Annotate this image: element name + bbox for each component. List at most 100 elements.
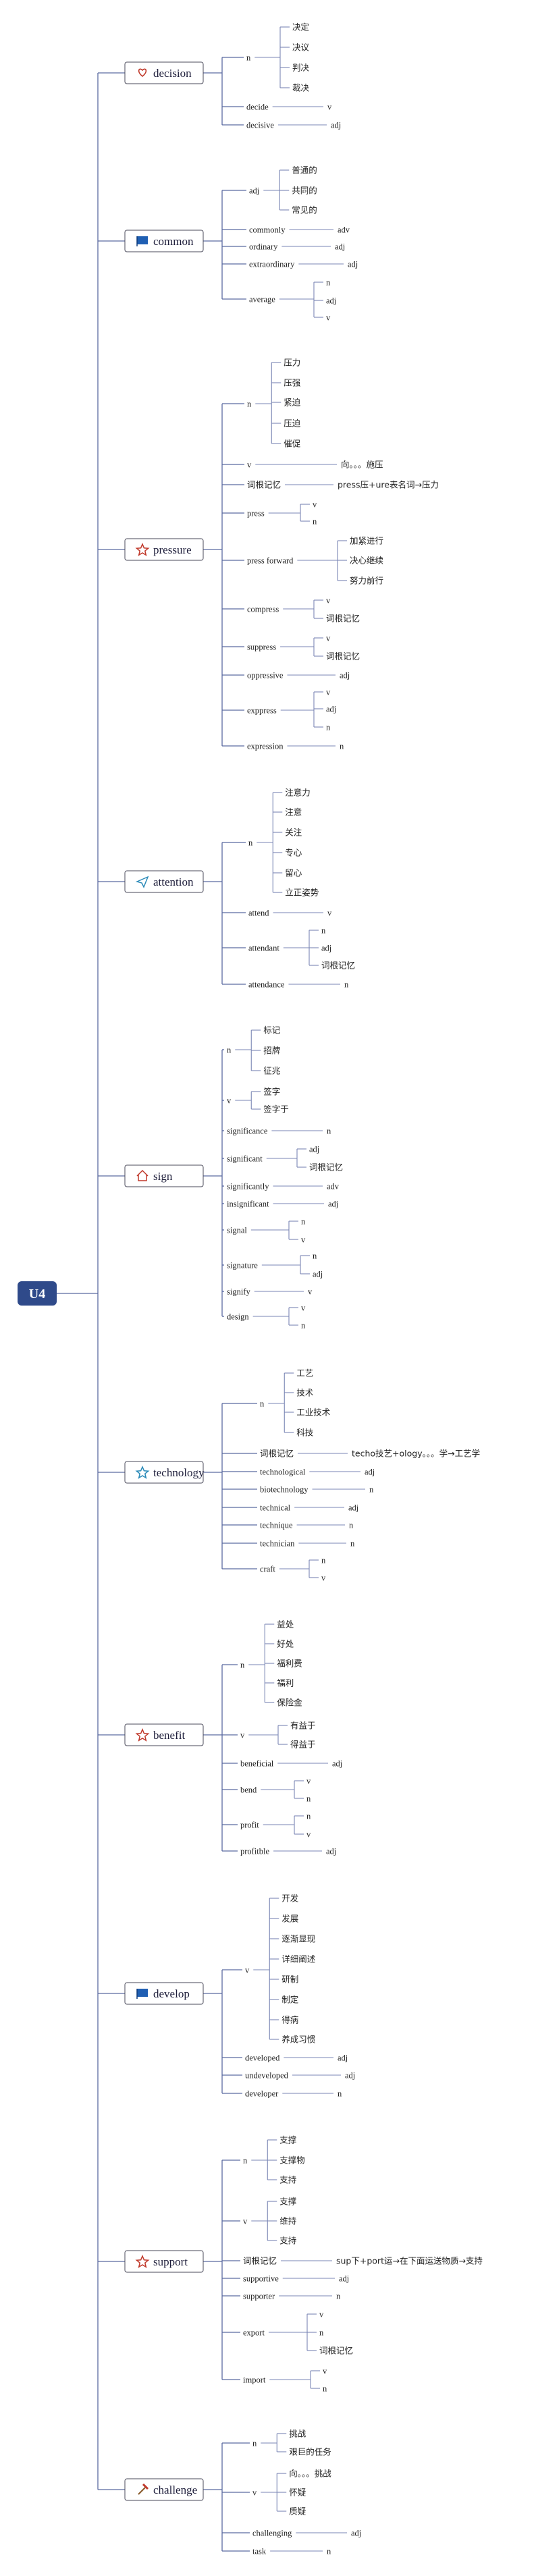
leaf-label[interactable]: n <box>323 2384 327 2394</box>
leaf-label[interactable]: 判决 <box>292 63 310 73</box>
leaf-label[interactable]: 压强 <box>284 378 301 388</box>
leaf-label[interactable]: 决议 <box>292 43 310 53</box>
leaf-label[interactable]: 压迫 <box>284 419 301 429</box>
leaf-label[interactable]: n <box>313 1252 317 1261</box>
leaf-label[interactable]: 专心 <box>285 848 302 858</box>
topic-technology[interactable]: technology <box>124 1461 205 1484</box>
leaf-label[interactable]: 得益于 <box>290 1740 316 1750</box>
leaf-label[interactable]: 有益于 <box>290 1721 316 1731</box>
leaf-label[interactable]: n <box>301 1321 306 1331</box>
leaf-label[interactable]: 签字于 <box>263 1104 289 1115</box>
leaf-label[interactable]: 努力前行 <box>350 576 383 586</box>
leaf-label[interactable]: v <box>326 313 331 323</box>
leaf-label[interactable]: 裁决 <box>292 83 310 93</box>
leaf-label[interactable]: 加紧进行 <box>350 536 383 546</box>
leaf-label[interactable]: n <box>319 2328 324 2338</box>
leaf-label[interactable]: 向。。。挑战 <box>289 2469 331 2479</box>
leaf-label[interactable]: 养成习惯 <box>282 2035 315 2045</box>
topic-common[interactable]: common <box>124 230 204 252</box>
leaf-label[interactable]: 怀疑 <box>289 2488 306 2498</box>
leaf-label[interactable]: 技术 <box>296 1388 314 1398</box>
leaf-label[interactable]: 标记 <box>263 1025 281 1036</box>
topic-benefit[interactable]: benefit <box>124 1723 204 1746</box>
leaf-label[interactable]: 征兆 <box>263 1066 281 1076</box>
leaf-label[interactable]: 常见的 <box>292 205 317 215</box>
leaf-label[interactable]: 词根记忆 <box>309 1162 343 1173</box>
leaf-label[interactable]: 发展 <box>282 1914 298 1924</box>
leaf-label[interactable]: 共同的 <box>292 186 317 196</box>
leaf-label[interactable]: 福利 <box>277 1678 294 1688</box>
leaf-label[interactable]: n <box>301 1217 306 1227</box>
leaf-label[interactable]: adj <box>313 1270 323 1279</box>
leaf-label[interactable]: 制定 <box>282 1995 298 2005</box>
leaf-label[interactable]: 词根记忆 <box>326 651 360 662</box>
leaf-label[interactable]: n <box>321 1556 326 1565</box>
leaf-label[interactable]: 详细阐述 <box>282 1954 316 1964</box>
leaf-label[interactable]: 催促 <box>284 439 301 449</box>
leaf-label[interactable]: 决定 <box>292 22 309 32</box>
leaf-label[interactable]: v <box>306 1830 311 1840</box>
leaf-label[interactable]: 保险金 <box>277 1698 302 1708</box>
leaf-label[interactable]: v <box>306 1777 311 1786</box>
topic-sign[interactable]: sign <box>124 1164 204 1187</box>
branch-press forward[interactable]: press forward加紧进行决心继续努力前行 <box>247 536 383 586</box>
leaf-label[interactable]: 关注 <box>285 828 302 838</box>
leaf-label[interactable]: 工艺 <box>296 1368 313 1378</box>
leaf-label[interactable]: 益处 <box>277 1619 294 1630</box>
leaf-label[interactable]: 紧迫 <box>284 398 301 408</box>
leaf-label[interactable]: 研制 <box>282 1975 298 1985</box>
leaf-label[interactable]: 开发 <box>282 1894 299 1904</box>
leaf-label[interactable]: 质疑 <box>289 2506 306 2517</box>
leaf-label[interactable]: v <box>301 1304 306 1313</box>
leaf-label[interactable]: v <box>326 596 331 606</box>
leaf-label[interactable]: 支撑物 <box>279 2155 305 2166</box>
leaf-label[interactable]: v <box>313 500 317 510</box>
leaf-label[interactable]: adj <box>326 705 336 714</box>
leaf-label[interactable]: 艰巨的任务 <box>289 2447 331 2457</box>
leaf-label[interactable]: 留心 <box>285 868 302 878</box>
leaf-label[interactable]: adj <box>309 1145 319 1154</box>
leaf-label[interactable]: 维持 <box>279 2216 296 2226</box>
leaf-label[interactable]: 挑战 <box>289 2429 306 2439</box>
leaf-label[interactable]: 词根记忆 <box>326 614 360 624</box>
leaf-label[interactable]: 支持 <box>279 2236 296 2246</box>
leaf-label[interactable]: n <box>306 1794 311 1804</box>
topic-decision[interactable]: decision <box>124 61 204 84</box>
leaf-label[interactable]: n <box>326 723 331 732</box>
leaf-label[interactable]: n <box>321 926 326 936</box>
leaf-label[interactable]: v <box>326 634 331 643</box>
leaf-label[interactable]: 逐渐显现 <box>282 1934 315 1944</box>
leaf-label[interactable]: adj <box>321 944 331 953</box>
